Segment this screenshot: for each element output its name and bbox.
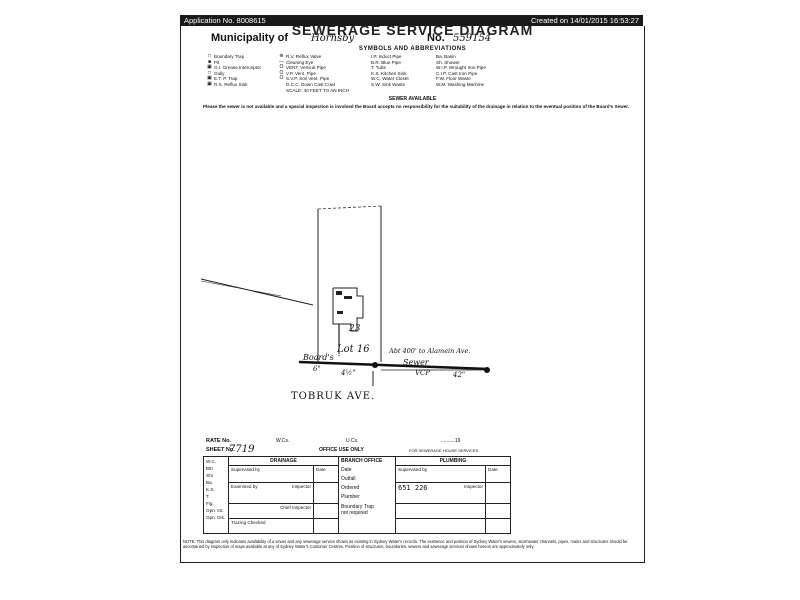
legend-item: K.S. Kitchen Sink bbox=[371, 70, 407, 76]
vcp-label: VCP bbox=[415, 369, 431, 377]
legend-item: I.P. Induct Pipe bbox=[371, 54, 402, 59]
legend-item: ▣E.T. P. Trap bbox=[207, 75, 238, 82]
availability-note: Please the sewer is not available and a … bbox=[202, 104, 630, 109]
drainage-supervised-by: Supervised by bbox=[228, 465, 314, 483]
branch-office-column: BRANCH OFFICE Date Outfall Ordered Plumb… bbox=[338, 456, 396, 534]
legend-column-4: Ba. Basin Sh. Shower W.I.P. Wrought Iron… bbox=[436, 54, 486, 88]
legend-item: Sh. Shower bbox=[436, 59, 460, 65]
legend-item: W.I.P. Wrought Iron Pipe bbox=[436, 65, 486, 71]
legend-item: B.R. Blue Pipe bbox=[371, 59, 401, 65]
legend-item: ■Pit bbox=[207, 58, 220, 65]
office-use-table: W.C. Bth Shr Ba. K.S. T. Fig. Opn. Int. … bbox=[203, 456, 511, 534]
legend-scale: SCALE: 40 FEET TO AN INCH bbox=[286, 87, 350, 93]
year-field: ..........19 bbox=[441, 438, 461, 444]
tracing-checked-cell: Tracing Checked bbox=[228, 518, 314, 534]
left-pipe-size: 6" bbox=[313, 365, 321, 373]
municipality-label: Municipality of bbox=[211, 32, 288, 44]
legend-item: F.W. Floor Waste bbox=[436, 76, 471, 82]
plumbing-heading: PLUMBING bbox=[395, 456, 511, 466]
plumbing-supervised-by: Supervised by bbox=[395, 465, 486, 483]
legend-item: C.I.P. Cast Iron Pipe bbox=[436, 70, 478, 76]
boards-label: Board's bbox=[303, 353, 334, 362]
legend-item: —Cleaning Eye bbox=[279, 58, 314, 65]
site-plan-drawing bbox=[200, 205, 490, 386]
legend-item: S.W. Sink Waste bbox=[371, 81, 406, 87]
number-value: 559154 bbox=[453, 33, 492, 44]
lot-label: Lot 16 bbox=[337, 344, 370, 355]
drainage-heading: DRAINAGE bbox=[228, 456, 339, 466]
legend-item: Ba. Basin bbox=[436, 54, 456, 59]
symbols-title: SYMBOLS AND ABBREVIATIONS bbox=[358, 46, 467, 52]
sewer-available-heading: SEWER AVAILABLE bbox=[388, 96, 437, 102]
legend-item: W.M. Washing Machine bbox=[436, 81, 485, 87]
legend-item: ⊕R.V. Reflux Valve bbox=[279, 53, 322, 59]
sewer-label: Sewer bbox=[403, 358, 429, 367]
examined-by-cell: Examined by Inspector bbox=[228, 482, 314, 504]
sheet-number-value: 7719 bbox=[229, 444, 255, 455]
footer-note: NOTE: This diagram only indicates availa… bbox=[183, 539, 628, 549]
house-services-label: FOR SEWERAGE HOUSE SERVICES bbox=[409, 448, 479, 453]
legend-item: T. Tubs bbox=[371, 65, 386, 71]
legend-item: ▣R.S. Reflux Sink bbox=[207, 80, 248, 87]
legend-item: W.C. Water Closet bbox=[371, 76, 409, 82]
plumbing-stamp-cell: 651 226 Inspector bbox=[395, 482, 486, 504]
municipality-value: Hornsby bbox=[311, 33, 355, 44]
fixtures-column: W.C. Bth Shr Ba. K.S. T. Fig. Opn. Int. … bbox=[203, 456, 229, 534]
office-use-label: OFFICE USE ONLY bbox=[319, 447, 364, 453]
number-label: No. bbox=[427, 32, 445, 44]
rate-number-label: RATE No. bbox=[206, 438, 231, 444]
legend-item: □Gully bbox=[207, 69, 225, 76]
legend-column-1: □Boundary Trap ■Pit ▣G.I. Grease Interce… bbox=[205, 53, 261, 88]
street-name: TOBRUK AVE. bbox=[291, 391, 376, 402]
legend-item: ▣G.I. Grease Interceptor bbox=[207, 64, 261, 71]
application-number: Application No. 8008615 bbox=[184, 16, 266, 25]
legend-column-3: I.P. Induct Pipe B.R. Blue Pipe T. Tubs … bbox=[371, 54, 409, 88]
created-timestamp: Created on 14/01/2015 16:53:27 bbox=[530, 16, 639, 25]
diagram-title: SEWERAGE SERVICE DIAGRAM bbox=[291, 22, 534, 38]
sheet-number-label: SHEET No. bbox=[206, 447, 235, 453]
legend-item: □Boundary Trap bbox=[207, 53, 245, 59]
right-pipe-size: 42" bbox=[453, 371, 466, 379]
document-header-bar: Application No. 8008615 Created on 14/01… bbox=[180, 15, 643, 26]
plumbing-date: Date bbox=[485, 465, 511, 483]
mid-pipe-size: 4½" bbox=[341, 369, 356, 377]
uc-label: U.Cs. bbox=[346, 438, 359, 444]
house-number: 23 bbox=[349, 324, 361, 334]
sewerage-diagram-sheet: SEWERAGE SERVICE DIAGRAM Municipality of… bbox=[180, 22, 645, 563]
chief-inspector-cell: Chief Inspector bbox=[228, 503, 314, 519]
wc-label: W.Cs. bbox=[276, 438, 290, 444]
distance-label: Abt 400' to Alamein Ave. bbox=[389, 347, 471, 355]
drainage-date: Date bbox=[313, 465, 339, 483]
legend-item: D.C.C. Down Cast Cowl bbox=[286, 81, 336, 87]
